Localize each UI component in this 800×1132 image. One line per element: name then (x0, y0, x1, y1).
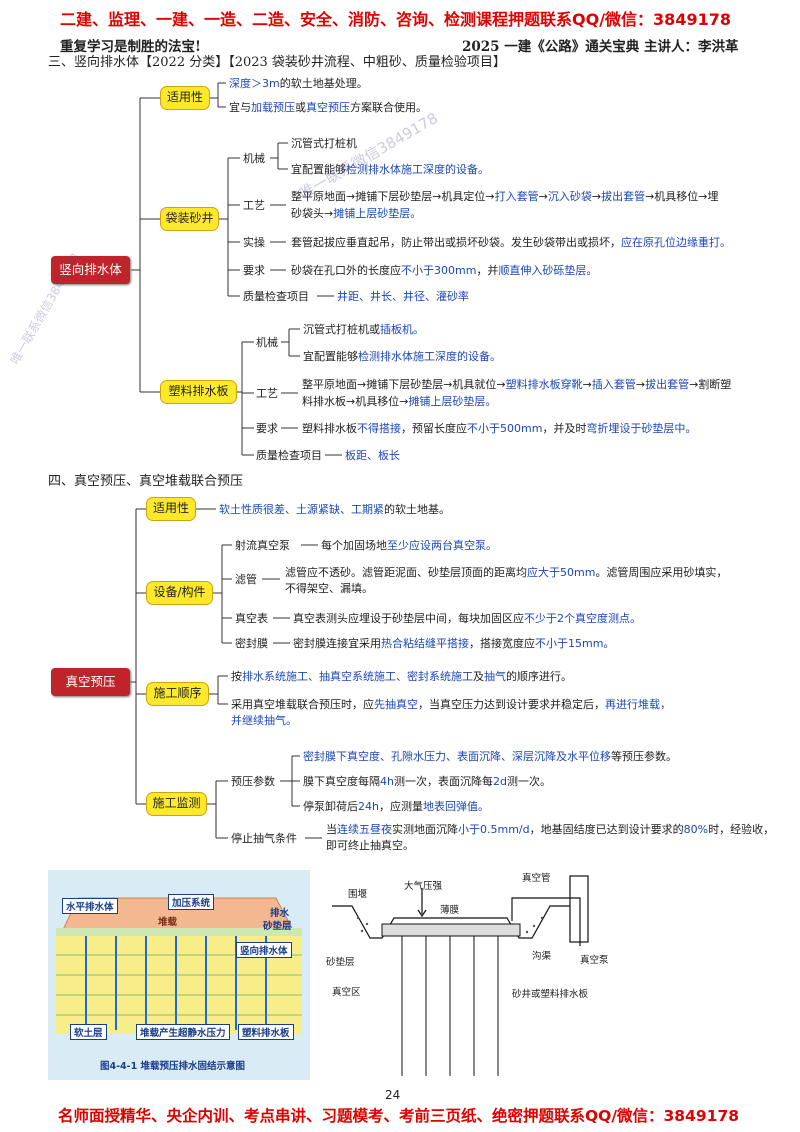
params-item3: 停泵卸荷后24h，应测量地表回弹值。 (303, 800, 489, 813)
plastic-machine-item1: 沉管式打桩机或插板机。 (303, 323, 424, 336)
sand-drain-process-label: 工艺 (243, 199, 265, 212)
header-promo: 二建、监理、一建、一造、二造、安全、消防、咨询、检测课程押题联系QQ/微信：38… (60, 10, 731, 29)
stop-label: 停止抽气条件 (231, 832, 297, 845)
params-label: 预压参数 (231, 775, 275, 788)
label-sand-layer: 砂垫层 (326, 957, 355, 968)
node-applicability: 适用性 (160, 86, 210, 110)
params-item2: 膜下真空度每隔4h测一次，表面沉降每2d测一次。 (303, 775, 551, 788)
label-trench: 沟渠 (532, 951, 552, 962)
plastic-process-line2: 料排水板→机具移位→摊铺上层砂垫层。 (302, 395, 497, 408)
sand-drain-operation-label: 实操 (243, 236, 265, 249)
node-sand-drain: 袋装砂井 (160, 207, 219, 231)
page-number: 24 (385, 1088, 401, 1102)
plastic-process-line1: 整平原地面→摊铺下层砂垫层→机具就位→塑料排水板穿靴→插入套管→拔出套管→割断塑 (302, 378, 732, 391)
sequence-line2: 采用真空堆载联合预压时，应先抽真空，当真空压力达到设计要求并稳定后，再进行堆载， (231, 698, 671, 711)
label-soft-soil: 软土层 (70, 1024, 107, 1040)
node-equipment: 设备/构件 (146, 581, 213, 605)
membrane-label: 密封膜 (235, 637, 268, 650)
label-vacuum-zone: 真空区 (332, 987, 361, 998)
node-vacuum-applicability: 适用性 (146, 497, 196, 521)
gauge-label: 真空表 (235, 612, 268, 625)
section4-root-node: 真空预压 (51, 668, 130, 696)
vacuum-applicability-text: 软土性质很差、土源紧缺、工期紧的软土地基。 (219, 503, 450, 516)
label-vacuum-pipe: 真空管 (522, 873, 551, 884)
gauge-text: 真空表测头应埋设于砂垫层中间，每块加固区应不少于2个真空度测点。 (293, 612, 641, 625)
applicability-line1: 深度＞3m的软土地基处理。 (229, 77, 368, 90)
label-plastic-board: 塑料排水板 (238, 1024, 294, 1040)
label-horizontal-drain: 水平排水体 (62, 898, 118, 914)
footer-promo: 名师面授精华、央企内训、考点串讲、习题模考、考前三页纸、绝密押题联系QQ/微信：… (58, 1107, 740, 1125)
node-plastic-drain: 塑料排水板 (160, 380, 237, 404)
sand-drain-operation-text: 套管起拔应垂直起吊，防止带出或损坏砂袋。发生砂袋带出或损坏，应在原孔位边缘重打。 (291, 236, 731, 249)
sequence-line3: 并继续抽气。 (231, 714, 297, 727)
stop-line2: 即可终止抽真空。 (326, 839, 414, 852)
node-sequence: 施工顺序 (146, 682, 209, 706)
membrane-text: 密封膜连接宜采用热合粘结缝平搭接，搭接宽度应不小于15mm。 (293, 637, 615, 650)
sand-drain-requirement-text: 砂袋在孔口外的长度应不小于300mm，并顺直伸入砂砾垫层。 (291, 264, 598, 277)
params-item1: 密封膜下真空度、孔隙水压力、表面沉降、深层沉降及水平位移等预压参数。 (303, 750, 677, 763)
label-pore-pressure: 堆载产生超静水压力 (136, 1024, 230, 1040)
plastic-requirement-label: 要求 (256, 422, 278, 435)
watermark-2: 唯一联系微信3849178 (7, 250, 83, 367)
stop-line1: 当连续五昼夜实测地面沉降小于0.5mm/d，地基固结度已达到设计要求的80%时，… (326, 823, 775, 836)
sand-drain-process-line1: 整平原地面→摊铺下层砂垫层→机具定位→打入套管→沉入砂袋→拔出套管→机具移位→埋 (291, 190, 719, 203)
label-vertical-drain: 竖向排水体 (236, 942, 292, 958)
figure-vacuum-diagram: 围堰 大气压强 薄膜 真空管 砂垫层 沟渠 真空泵 真空区 砂井或塑料排水板 (322, 866, 622, 1078)
preload-diagram-graphic (56, 897, 302, 1034)
sand-drain-machine-item2: 宜配置能够检测排水体施工深度的设备。 (291, 163, 489, 176)
sand-drain-process-line2: 砂袋头→摊铺上层砂垫层。 (291, 207, 422, 220)
node-monitoring: 施工监测 (146, 792, 207, 816)
section3-title: 三、竖向排水体【2022 分类】【2023 袋装砂井流程、中粗砂、质量检验项目】 (48, 55, 506, 70)
sand-drain-quality-text: 井距、井长、井径、灌砂率 (337, 290, 469, 303)
plastic-requirement-text: 塑料排水板不得搭接，预留长度应不小于500mm，并及时弯折埋设于砂垫层中。 (302, 422, 697, 435)
label-loading-system: 加压系统 (168, 894, 215, 910)
label-sand-cushion: 砂垫层 (263, 921, 292, 932)
sequence-line1: 按排水系统施工、抽真空系统施工、密封系统施工及抽气的顺序进行。 (231, 670, 572, 683)
label-pile: 堆载 (158, 917, 178, 928)
figure-caption: 图4-4-1 堆载预压排水固结示意图 (100, 1061, 246, 1072)
plastic-machine-label: 机械 (256, 336, 278, 349)
section3-root-node: 竖向排水体 (51, 256, 130, 284)
figure-preload-diagram: 水平排水体 加压系统 堆载 排水 砂垫层 竖向排水体 软土层 堆载产生超静水压力… (48, 870, 310, 1080)
header-motto: 重复学习是制胜的法宝! (60, 39, 201, 55)
label-sand-well: 砂井或塑料排水板 (512, 989, 589, 1000)
label-membrane: 薄膜 (440, 905, 460, 916)
pump-label: 射流真空泵 (235, 539, 290, 552)
plastic-quality-text: 板距、板长 (345, 449, 400, 462)
label-vacuum-pump: 真空泵 (580, 955, 609, 966)
label-atmospheric: 大气压强 (404, 881, 443, 892)
vacuum-diagram-graphic (332, 875, 589, 1076)
sand-drain-machine-label: 机械 (243, 152, 265, 165)
header-title: 2025 一建《公路》通关宝典 主讲人：李洪革 (462, 39, 739, 55)
filter-label: 滤管 (235, 573, 257, 586)
sand-drain-requirement-label: 要求 (243, 264, 265, 277)
applicability-line2: 宜与加载预压或真空预压方案联合使用。 (229, 101, 427, 114)
section4-title: 四、真空预压、真空堆载联合预压 (48, 474, 244, 489)
plastic-process-label: 工艺 (256, 387, 278, 400)
sand-drain-machine-item1: 沉管式打桩机 (291, 137, 357, 150)
label-cofferdam: 围堰 (348, 889, 368, 900)
label-drain-water: 排水 (270, 908, 290, 919)
filter-line1: 滤管应不透砂。滤管距泥面、砂垫层顶面的距离均应大于50mm。滤管周围应采用砂填实… (285, 566, 728, 579)
plastic-quality-label: 质量检查项目 (256, 449, 322, 462)
plastic-machine-item2: 宜配置能够检测排水体施工深度的设备。 (303, 350, 501, 363)
pump-text: 每个加固场地至少应设两台真空泵。 (321, 539, 497, 552)
sand-drain-quality-label: 质量检查项目 (243, 290, 309, 303)
filter-line2: 不得架空、漏填。 (285, 582, 373, 595)
